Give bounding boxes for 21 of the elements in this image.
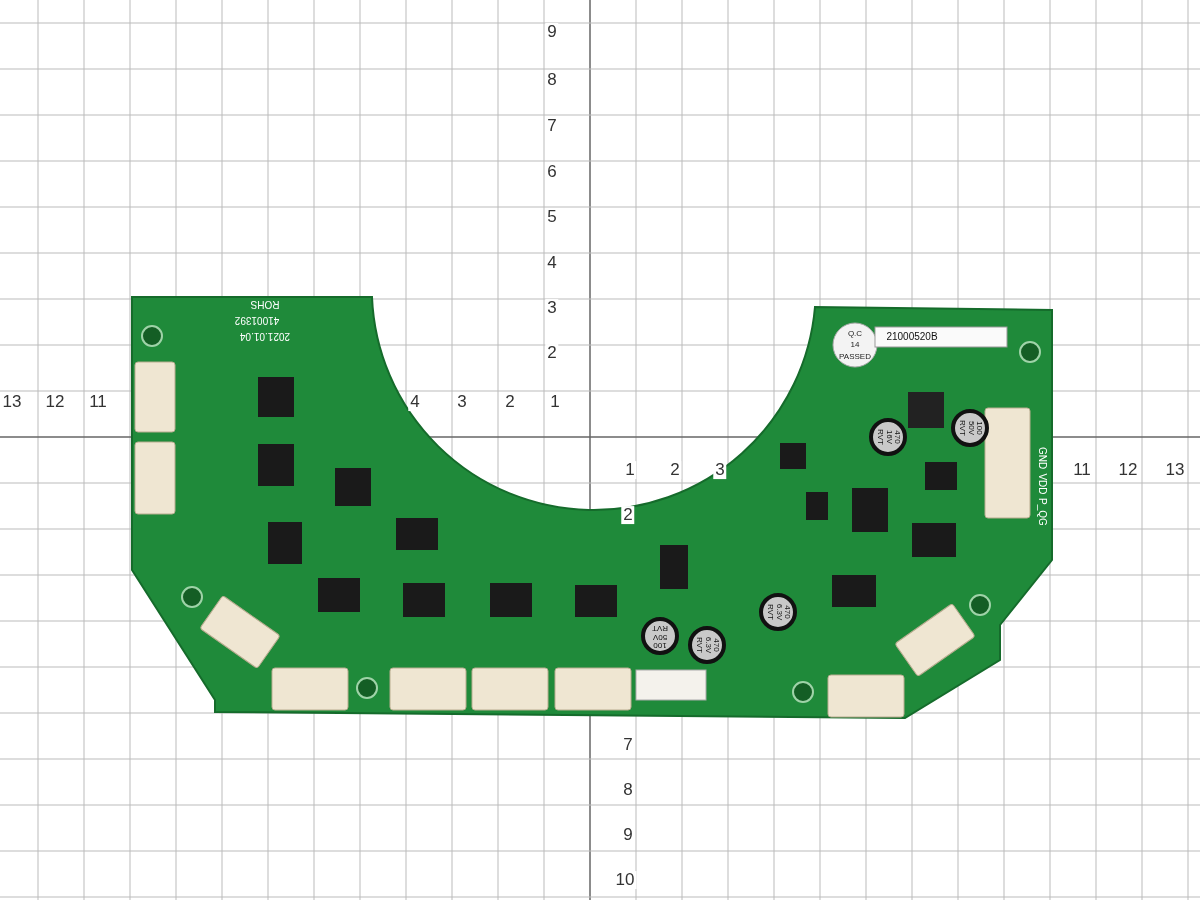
qc-sticker-text: PASSED — [839, 352, 871, 362]
axis-number: 10 — [613, 871, 637, 889]
axis-number: 1 — [623, 461, 637, 479]
axis-number: 3 — [713, 461, 727, 479]
board-marking: 2021.01.04 — [239, 330, 291, 342]
capacitor-marking: 470 6.3V RVT — [765, 602, 791, 623]
board-marking: GND — [1036, 446, 1048, 470]
axis-number: 4 — [408, 393, 422, 411]
capacitor-marking: 470 16V RVT — [875, 428, 901, 447]
axis-number: 2 — [621, 506, 635, 524]
capacitor-marking: 100 50V RVT — [957, 419, 983, 438]
serial-number-label: 21000520B — [886, 331, 938, 343]
axis-number: 2 — [668, 461, 682, 479]
capacitor-marking: 470 6.3V RVT — [694, 635, 720, 656]
board-marking: ROHS — [250, 298, 280, 310]
qc-sticker-text: 14 — [850, 340, 860, 350]
board-marking: P_QG — [1036, 498, 1048, 526]
qc-sticker-text: Q.C — [847, 329, 863, 339]
board-marking: 41001392 — [234, 314, 280, 326]
board-marking: VDD — [1036, 473, 1048, 495]
capacitor-marking: 100 50V RVT — [651, 623, 669, 649]
